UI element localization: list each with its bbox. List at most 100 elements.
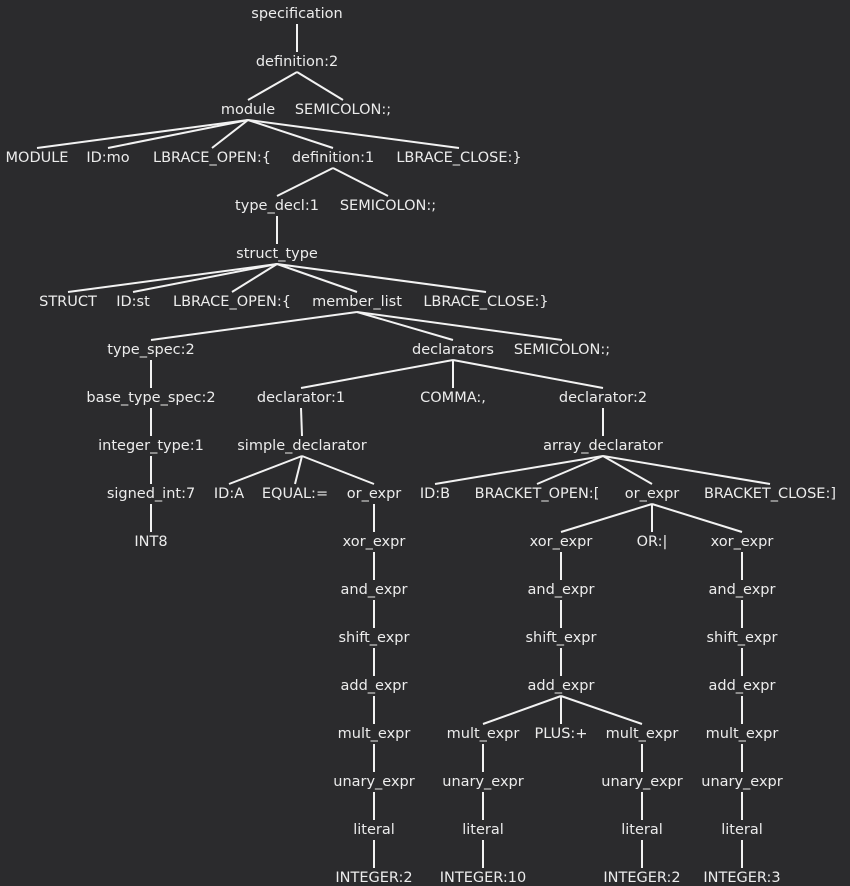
tree-node-mult-expr: mult_expr	[338, 726, 411, 742]
tree-edge	[300, 407, 303, 437]
tree-edge	[560, 695, 643, 725]
tree-node-add-expr: add_expr	[341, 678, 408, 694]
tree-node-equal: EQUAL:=	[262, 486, 328, 502]
tree-edge	[434, 455, 604, 485]
tree-node-id-a: ID:A	[214, 486, 244, 502]
tree-node-add-expr: add_expr	[709, 678, 776, 694]
tree-node-id-b: ID:B	[420, 486, 450, 502]
tree-node-integer-2: INTEGER:2	[335, 870, 412, 886]
tree-node-integer-10: INTEGER:10	[440, 870, 527, 886]
tree-node-lbrace-close: LBRACE_CLOSE:}	[423, 294, 548, 310]
tree-node-integer-type-1: integer_type:1	[98, 438, 204, 454]
tree-node-signed-int-7: signed_int:7	[107, 486, 195, 502]
tree-node-mult-expr: mult_expr	[606, 726, 679, 742]
tree-edge	[602, 455, 653, 485]
tree-node-literal: literal	[721, 822, 763, 838]
tree-node-definition-2: definition:2	[256, 54, 338, 70]
tree-node-mult-expr: mult_expr	[447, 726, 520, 742]
tree-edge	[247, 71, 298, 101]
tree-edge	[231, 263, 278, 293]
tree-node-bracket-close: BRACKET_CLOSE:]	[704, 486, 836, 502]
tree-node-unary-expr: unary_expr	[601, 774, 683, 790]
tree-edge	[651, 503, 743, 533]
tree-edge	[276, 167, 334, 197]
tree-node-struct-type: struct_type	[236, 246, 318, 262]
tree-node-struct: STRUCT	[39, 294, 97, 310]
tree-node-literal: literal	[621, 822, 663, 838]
tree-node-simple-declarator: simple_declarator	[237, 438, 367, 454]
tree-edge	[294, 455, 303, 485]
tree-node-comma: COMMA:,	[420, 390, 486, 406]
tree-node-shift-expr: shift_expr	[707, 630, 778, 646]
tree-edge	[356, 311, 563, 341]
tree-node-module: module	[221, 102, 275, 118]
tree-edge	[602, 455, 771, 485]
tree-node-lbrace-close: LBRACE_CLOSE:}	[396, 150, 521, 166]
tree-node-unary-expr: unary_expr	[333, 774, 415, 790]
tree-node-id-mo: ID:mo	[86, 150, 129, 166]
tree-node-specification: specification	[251, 6, 342, 22]
tree-node-id-st: ID:st	[116, 294, 150, 310]
tree-edge	[296, 71, 344, 101]
tree-node-lbrace-open: LBRACE_OPEN:{	[153, 150, 271, 166]
tree-node-declarator-1: declarator:1	[257, 390, 345, 406]
tree-edge	[276, 263, 487, 293]
tree-edge	[36, 119, 249, 149]
tree-node-xor-expr: xor_expr	[343, 534, 406, 550]
tree-node-declarators: declarators	[412, 342, 494, 358]
tree-node-plus: PLUS:+	[535, 726, 588, 742]
tree-node-bracket-open: BRACKET_OPEN:[	[475, 486, 600, 502]
tree-edge	[67, 263, 278, 293]
tree-node-shift-expr: shift_expr	[339, 630, 410, 646]
tree-node-or: OR:|	[637, 534, 668, 550]
tree-node-integer-3: INTEGER:3	[703, 870, 780, 886]
tree-edge	[560, 503, 653, 533]
tree-edge	[452, 359, 604, 389]
tree-node-definition-1: definition:1	[292, 150, 374, 166]
tree-node-unary-expr: unary_expr	[701, 774, 783, 790]
tree-node-declarator-2: declarator:2	[559, 390, 647, 406]
tree-node-unary-expr: unary_expr	[442, 774, 524, 790]
tree-edge	[107, 119, 249, 149]
tree-node-and-expr: and_expr	[709, 582, 776, 598]
tree-node-type-decl-1: type_decl:1	[235, 198, 319, 214]
tree-node-integer-2: INTEGER:2	[603, 870, 680, 886]
tree-edge	[536, 455, 604, 485]
tree-node-semicolon: SEMICOLON:;	[295, 102, 391, 118]
tree-edge	[211, 119, 249, 149]
tree-edge	[247, 119, 334, 149]
tree-edge	[356, 311, 454, 341]
tree-edges	[36, 24, 771, 868]
tree-node-literal: literal	[462, 822, 504, 838]
tree-node-mult-expr: mult_expr	[706, 726, 779, 742]
tree-edge	[332, 167, 389, 197]
tree-node-or-expr: or_expr	[625, 486, 680, 502]
tree-node-or-expr: or_expr	[347, 486, 402, 502]
tree-node-xor-expr: xor_expr	[530, 534, 593, 550]
tree-node-member-list: member_list	[312, 294, 402, 310]
tree-node-xor-expr: xor_expr	[711, 534, 774, 550]
tree-node-int8: INT8	[134, 534, 167, 550]
tree-node-add-expr: add_expr	[528, 678, 595, 694]
tree-node-base-type-spec-2: base_type_spec:2	[86, 390, 215, 406]
tree-node-module: MODULE	[6, 150, 69, 166]
tree-node-and-expr: and_expr	[528, 582, 595, 598]
tree-edge	[132, 263, 278, 293]
tree-edge	[300, 359, 454, 389]
tree-edge	[276, 263, 358, 293]
tree-edge	[482, 695, 562, 725]
tree-edge	[301, 455, 375, 485]
tree-edge	[228, 455, 303, 485]
tree-node-and-expr: and_expr	[341, 582, 408, 598]
tree-node-lbrace-open: LBRACE_OPEN:{	[173, 294, 291, 310]
tree-node-semicolon: SEMICOLON:;	[340, 198, 436, 214]
tree-node-array-declarator: array_declarator	[543, 438, 663, 454]
tree-edge	[247, 119, 460, 149]
tree-edge	[150, 311, 358, 341]
tree-node-type-spec-2: type_spec:2	[107, 342, 194, 358]
tree-node-shift-expr: shift_expr	[526, 630, 597, 646]
tree-node-literal: literal	[353, 822, 395, 838]
tree-node-semicolon: SEMICOLON:;	[514, 342, 610, 358]
